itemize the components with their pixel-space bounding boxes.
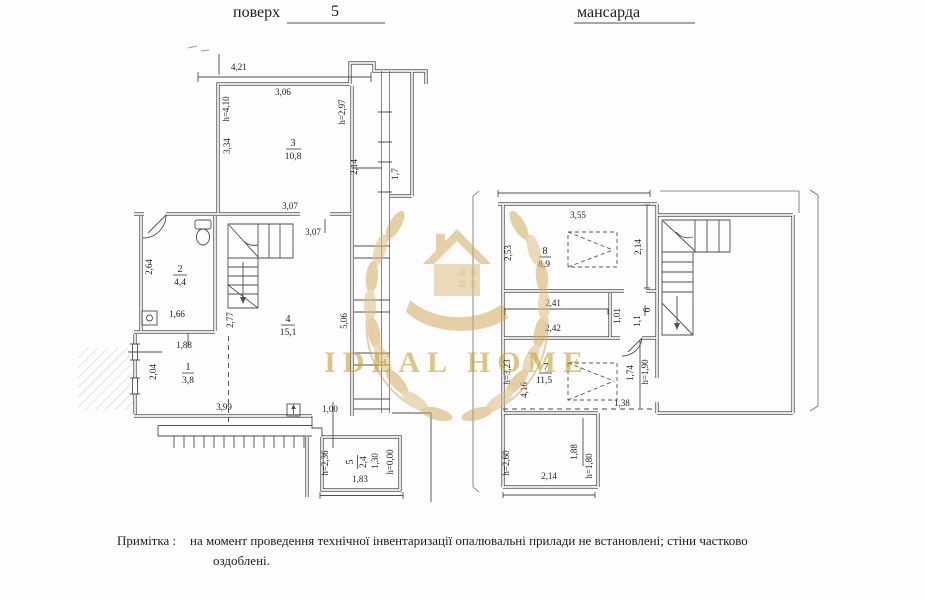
room7-number: 7 [544,362,549,373]
room3-area: 10,8 [285,152,302,162]
dim: 1,88 [176,340,192,350]
room8-number: 8 [543,246,548,257]
dim: 4,16 [519,382,529,398]
dim: 3,55 [570,210,586,220]
dim: 2,14 [349,159,359,175]
arrow-box [286,403,301,417]
dim: 3,07 [305,227,321,237]
room7-area: 11,5 [536,376,553,386]
dim: h=2,36 [320,450,330,476]
watermark [364,210,550,422]
room1-area: 3,8 [182,376,194,386]
sink-drain [146,314,153,322]
window-gap [130,378,140,394]
stairs-floor5 [227,223,294,309]
dim: 3,99 [216,402,232,412]
skylight-symbols [567,231,618,401]
attic-label: мансарда [577,4,640,21]
labels-floor5: 4,21 3,06 h=4,10 3,34 h=2,97 3 10,8 2,14… [144,62,401,484]
room1-number: 1 [186,362,191,373]
dim: 1,83 [352,474,368,484]
dim: 2,53 [503,245,513,261]
loggia-area: 1,7 [391,168,401,180]
dim: 1,30 [370,453,380,469]
header: поверх 5 мансарда [233,3,695,24]
dim: h=1,80 [584,453,594,479]
dim: 1,01 [612,308,622,324]
dim: h=1,90 [640,359,650,385]
floor-value: 5 [331,3,339,20]
house-in-hand-icon [406,229,508,331]
plan-attic: 3,55 2,53 8 8,9 2,14 2,41 2,42 1,01 6 1,… [472,189,819,498]
balcony-hatch [78,348,134,410]
room5-area: 2,4 [359,456,369,468]
room3-number: 3 [291,138,296,149]
note-label: Примітка : [117,533,176,548]
stairs-arrow-down [674,323,680,330]
room2-area: 4,4 [174,278,186,288]
laurel-wreath-icon [364,210,550,422]
stairs-attic [661,219,731,336]
room5-number: 5 [345,460,356,465]
dim: 2,14 [541,471,557,481]
door-arc [142,214,167,239]
stairs-arrow-down [240,297,246,304]
dim: 1,88 [569,444,579,460]
dim: 1,38 [614,398,630,408]
plan-floor5: 4,21 3,06 h=4,10 3,34 h=2,97 3 10,8 2,14… [78,45,432,502]
dim: 3,06 [275,87,291,97]
watermark-text: IDEAL HOME [324,346,590,379]
dim: 2,41 [545,298,561,308]
dim: h=4,10 [221,96,231,122]
dim: 2,42 [545,323,561,333]
roof-boundaries [472,189,819,493]
dim: 2,77 [225,312,235,328]
dim: 2,64 [144,259,154,275]
bathroom-fixtures [141,214,212,326]
sink [141,310,158,326]
door-arc [621,337,643,357]
dim: h=0,00 [385,449,395,475]
note: Примітка : на момент проведення технічно… [117,533,748,568]
dim: 1,74 [625,365,635,381]
floor-label: поверх [233,4,280,21]
dim: 1,00 [322,404,338,414]
dim: 1,66 [169,309,185,319]
scan-marks [187,45,210,52]
dim: 2,04 [148,364,158,380]
note-line2: оздоблені. [213,553,270,568]
dim: h=2,60 [501,450,511,476]
dim: 3,07 [282,201,298,211]
room4-area: 15,1 [280,328,297,338]
dim: 4,21 [231,62,247,72]
dim: h=3,23 [502,359,512,385]
dim: 5,06 [339,313,349,329]
toilet-bowl [196,228,210,246]
room6-number: 6 [642,308,653,313]
room6-area: 1,1 [633,315,643,327]
dim: h=2,97 [337,99,347,125]
bottom-parapet [157,425,312,448]
dimension-lines-floor5 [128,54,382,448]
note-line1: на момент проведення технічної інвентари… [190,533,748,548]
dimension-lines-attic [497,190,651,498]
room2-number: 2 [178,264,183,275]
dim: 3,34 [222,138,232,154]
toilet-tank [194,219,212,230]
dim: 2,14 [633,239,643,255]
room4-number: 4 [286,314,291,325]
